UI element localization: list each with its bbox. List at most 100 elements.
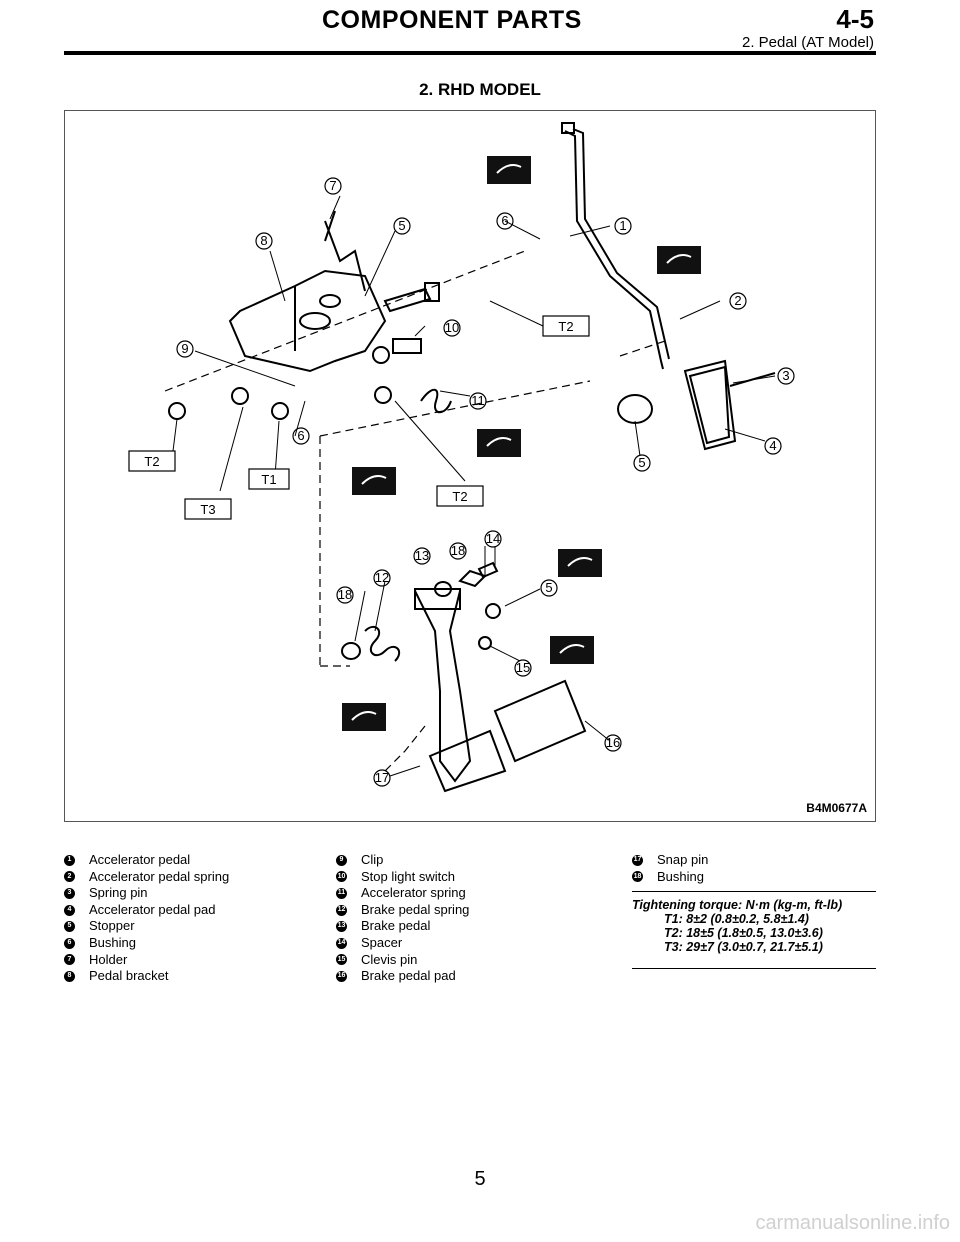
legend-label: Bushing [657,868,704,884]
callout-18b: 18 [338,587,352,602]
legend-number: 12 [336,904,347,916]
legend-item: 9 Clip [336,852,469,869]
legend-number: 3 [64,887,75,899]
pedal-bracket [228,269,387,373]
legend-item: 5 Stopper [64,918,229,935]
legend-number: 4 [64,904,75,916]
legend-label: Accelerator spring [361,885,466,901]
bolt [383,287,432,313]
legend-number: 9 [336,854,347,866]
legend-item: 3 Spring pin [64,885,229,902]
watermark-url: carmanualsonline.info [755,1212,950,1234]
legend-label: Spacer [361,934,403,950]
legend-item: 16 Brake pedal pad [336,968,469,985]
header-subtitle: 2. Pedal (AT Model) [741,34,874,51]
callout-5b: 5 [638,455,645,470]
legend-item: 13 Brake pedal [336,918,469,935]
callout-12: 12 [375,570,389,585]
callout-6: 6 [501,213,508,228]
torque-heading: Tightening torque: N·m (kg-m, ft-lb) [632,898,843,912]
callout-17: 17 [375,770,389,785]
holder [324,220,366,292]
legend-label: Spring pin [89,885,148,901]
legend-number: 1 [64,854,75,866]
callout-5c: 5 [545,580,552,595]
legend-label: Clevis pin [361,951,418,967]
callout-1: 1 [619,218,626,233]
accelerator-spring [420,388,452,414]
callout-14: 14 [486,531,500,546]
legend-label: Holder [89,951,128,967]
legend-number: 16 [336,970,347,982]
torque-spec-box: Tightening torque: N·m (kg-m, ft-lb) T1:… [632,891,876,969]
legend-item: 18 Bushing [632,869,708,886]
legend-label: Accelerator pedal [89,852,191,867]
exploded-diagram: T2 T2 T2 T1 T3 [64,110,876,822]
section-number: 4-5 [836,4,874,34]
legend-label: Brake pedal spring [361,901,470,917]
legend-number: 11 [336,887,347,899]
legend-number: 8 [64,970,75,982]
legend-label: Clip [361,852,384,867]
figure-code: B4M0677A [806,801,867,815]
callout-18: 18 [451,543,465,558]
nut [168,402,186,420]
diagram-drawing: T2 T2 T2 T1 T3 [128,122,795,793]
lubrication-icon [342,156,701,731]
nut [231,387,249,405]
callout-9: 9 [181,341,188,356]
accelerator-pad [683,359,737,451]
legend-number: 2 [64,871,75,883]
legend-number: 13 [336,921,347,933]
callout-13: 13 [415,548,429,563]
callout-7: 7 [329,178,336,193]
callout-15: 15 [516,660,530,675]
callout-2: 2 [734,293,741,308]
brake-pad [428,729,507,793]
callout-11: 11 [471,393,485,408]
legend-number: 5 [64,921,75,933]
section-title: 2. RHD MODEL [419,80,541,99]
page-number: 5 [474,1168,486,1190]
stop-light-switch [392,338,422,354]
callout-5: 5 [398,218,405,233]
brake-pedal-pad [493,679,587,763]
legend-label: Pedal bracket [89,968,169,984]
legend-number: 15 [336,954,347,966]
callout-16: 16 [606,735,620,750]
torque-tag: T2 [144,454,159,469]
legend-number: 6 [64,937,75,949]
brake-pedal-arm [414,590,472,783]
legend-label: Brake pedal pad [361,968,456,984]
callout-4: 4 [769,438,776,453]
legend-item: 12 Brake pedal spring [336,902,469,919]
legend-label: Stopper [89,918,135,934]
callout-3: 3 [782,368,789,383]
header-title: COMPONENT PARTS [322,6,582,34]
stopper [617,394,653,424]
legend-item: 14 Spacer [336,935,469,952]
callout-8: 8 [260,233,267,248]
accelerator-pedal-arm [564,130,664,370]
torque-tag: T3 [200,502,215,517]
torque-tag: T1 [261,472,276,487]
legend-label: Stop light switch [361,868,455,884]
legend-label: Brake pedal [361,918,431,934]
torque-tag: T2 [558,319,573,334]
torque-line: T2: 18±5 (1.8±0.5, 13.0±3.6) [664,926,823,940]
torque-line: T1: 8±2 (0.8±0.2, 5.8±1.4) [664,912,809,926]
nut [271,402,289,420]
callout-10: 10 [445,320,459,335]
legend-item: 8 Pedal bracket [64,968,229,985]
legend-number: 14 [336,937,347,949]
torque-line: T3: 29±7 (3.0±0.7, 21.7±5.1) [664,940,823,954]
legend-number: 18 [632,871,643,883]
